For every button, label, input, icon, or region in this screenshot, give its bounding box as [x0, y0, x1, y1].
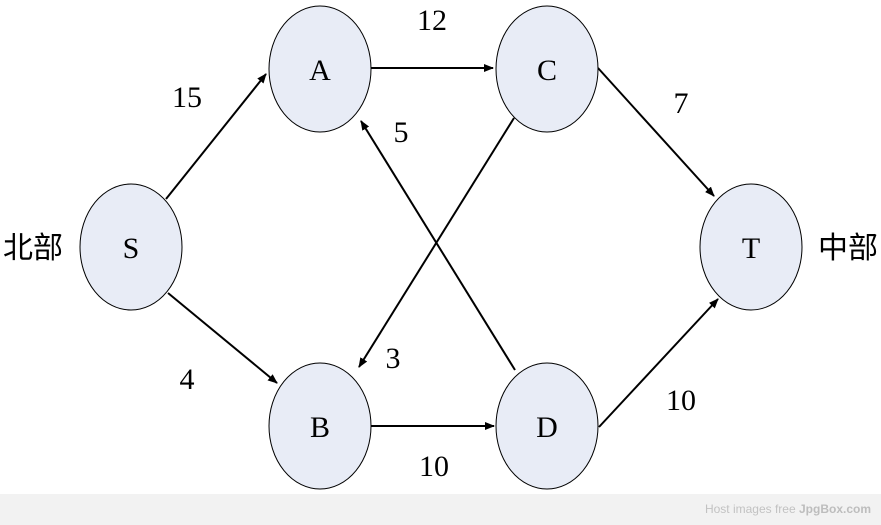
edge-d-t — [598, 298, 719, 428]
edge-label-d-t: 10 — [666, 384, 696, 417]
sink-region-label: 中部 — [818, 231, 878, 266]
edge-label-a-c: 12 — [417, 4, 447, 37]
node-t-label: T — [742, 232, 760, 265]
node-d-label: D — [536, 411, 558, 444]
edge-s-b — [167, 292, 278, 384]
node-c: C — [495, 5, 599, 133]
node-a: A — [268, 5, 372, 133]
node-d: D — [495, 362, 599, 490]
edge-c-b — [358, 117, 515, 368]
edge-label-c-b: 3 — [386, 342, 401, 375]
node-s-label: S — [123, 232, 140, 265]
edge-label-s-a: 15 — [172, 81, 202, 114]
footer-bar — [0, 494, 881, 525]
watermark-prefix: Host images free — [704, 502, 799, 516]
node-s: S — [79, 183, 183, 311]
node-t: T — [699, 183, 803, 311]
node-c-label: C — [537, 54, 557, 87]
edge-d-a — [360, 120, 516, 371]
watermark-brand: JpgBox.com — [798, 502, 871, 516]
edge-s-a — [165, 73, 267, 200]
edge-label-b-d: 10 — [419, 450, 449, 483]
watermark[interactable]: Host images free JpgBox.com — [705, 502, 871, 516]
node-a-label: A — [309, 54, 331, 87]
edge-label-c-t: 7 — [674, 87, 689, 120]
edge-label-d-a: 5 — [394, 116, 409, 149]
source-region-label: 北部 — [3, 231, 63, 266]
node-b-label: B — [310, 411, 330, 444]
edge-c-t — [597, 67, 715, 197]
node-b: B — [268, 362, 372, 490]
edge-label-s-b: 4 — [180, 363, 195, 396]
network-graph: 15 4 12 7 5 3 10 10 S A B C D T — [3, 4, 878, 490]
